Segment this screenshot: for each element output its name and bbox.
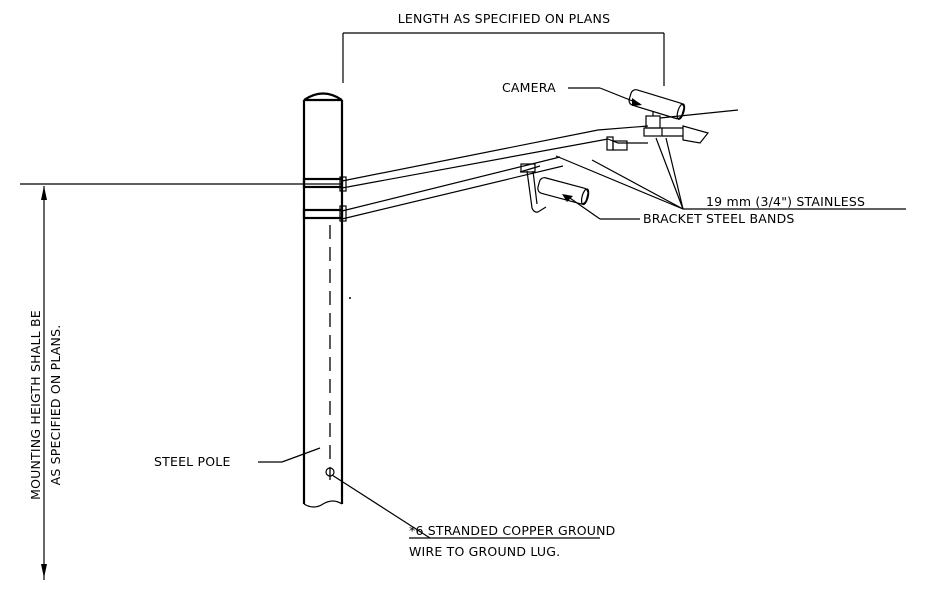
mounting-height-label-line1: MOUNTING HEIGTH SHALL BE [28,310,43,500]
length-label: LENGTH AS SPECIFIED ON PLANS [398,11,610,26]
stainless-bands-label-line2: STEEL BANDS [706,211,795,226]
stainless-bands-label-line1: 19 mm (3/4") STAINLESS [706,194,865,209]
top-camera [628,89,739,144]
steel-pole-label: STEEL POLE [154,454,231,469]
ground-lug-icon [325,467,335,477]
camera-label: CAMERA [502,80,556,95]
ground-wire-label-line2: WIRE TO GROUND LUG. [409,544,560,559]
bracket-camera [519,163,590,213]
ground-wire-label-line1: *6 STRANDED COPPER GROUND [409,523,615,538]
leaders [258,87,906,539]
mounting-height-dimension: MOUNTING HEIGTH SHALL BE AS SPECIFIED ON… [20,183,343,580]
mast-arm [339,125,649,222]
bracket-label: BRACKET [643,211,702,226]
steel-pole [302,92,351,508]
length-dimension: LENGTH AS SPECIFIED ON PLANS [342,11,665,86]
mounting-height-label-line2: AS SPECIFIED ON PLANS. [48,325,63,486]
